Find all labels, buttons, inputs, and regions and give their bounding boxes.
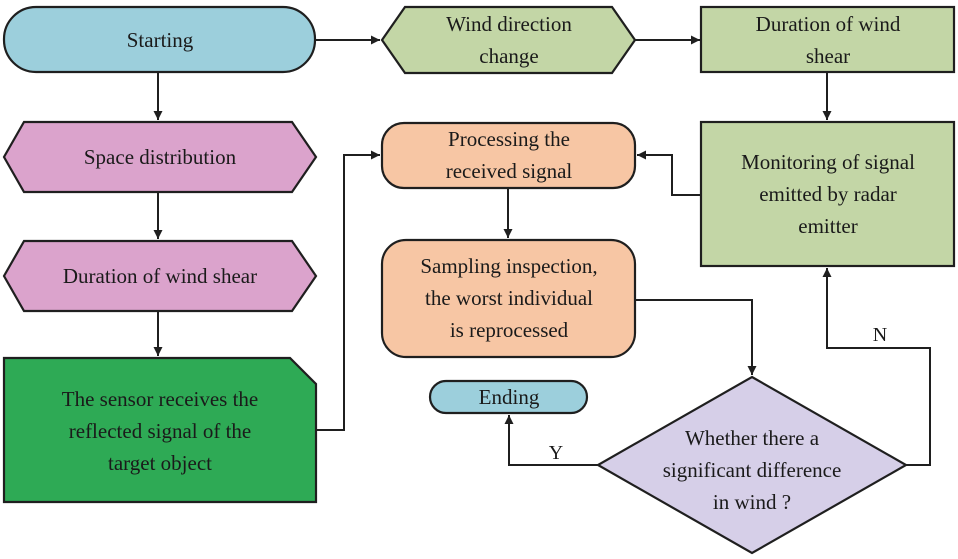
node-starting: Starting bbox=[2, 5, 317, 74]
node-wind-direction-text: Wind direction change bbox=[446, 12, 572, 68]
node-text-line: change bbox=[479, 44, 538, 68]
node-processing-received-signal: Processing the received signal bbox=[380, 121, 637, 190]
node-starting-text: Starting bbox=[127, 28, 194, 52]
node-ending: Ending bbox=[428, 379, 589, 415]
node-text-line: the worst individual bbox=[425, 286, 593, 310]
node-text-line: emitted by radar bbox=[759, 182, 897, 206]
node-text-line: in wind ? bbox=[713, 490, 791, 514]
node-text-line: shear bbox=[806, 44, 850, 68]
node-duration-left-text: Duration of wind shear bbox=[63, 264, 257, 288]
node-duration-of-wind-shear-left: Duration of wind shear bbox=[2, 239, 318, 313]
node-text-line: Processing the bbox=[448, 127, 570, 151]
node-text-line: The sensor receives the bbox=[62, 387, 259, 411]
node-sensor-text: The sensor receives the reflected signal … bbox=[62, 387, 259, 475]
node-wind-direction-change: Wind direction change bbox=[380, 5, 637, 75]
edge-decision-no-to-monitoring bbox=[822, 268, 931, 466]
node-text-line: Space distribution bbox=[84, 145, 237, 169]
node-text-line: received signal bbox=[446, 159, 573, 183]
node-text-line: Duration of wind shear bbox=[63, 264, 257, 288]
node-text-line: Monitoring of signal bbox=[741, 150, 915, 174]
node-ending-text: Ending bbox=[479, 385, 540, 409]
node-decision-significant-difference: Whether there a significant difference in … bbox=[595, 375, 909, 555]
edge-sampling-to-decision bbox=[635, 299, 757, 375]
node-duration-of-wind-shear-top: Duration of wind shear bbox=[699, 5, 956, 74]
edge-label-yes: Y bbox=[549, 442, 563, 464]
node-duration-top-text: Duration of wind shear bbox=[756, 12, 901, 68]
node-text-line: Wind direction bbox=[446, 12, 572, 36]
node-processing-text: Processing the received signal bbox=[446, 127, 573, 183]
node-monitoring-text: Monitoring of signal emitted by radar emit… bbox=[741, 150, 915, 238]
node-text-line: significant difference bbox=[663, 458, 842, 482]
node-monitoring-signal: Monitoring of signal emitted by radar emit… bbox=[699, 120, 956, 268]
node-sensor-receives-signal: The sensor receives the reflected signal … bbox=[2, 356, 318, 504]
node-text-line: Whether there a bbox=[685, 426, 820, 450]
node-text-line: target object bbox=[108, 451, 212, 475]
node-text-line: Starting bbox=[127, 28, 194, 52]
node-decision-text: Whether there a significant difference in … bbox=[663, 426, 842, 514]
edge-sensor-to-processing bbox=[316, 150, 380, 431]
node-sampling-inspection: Sampling inspection, the worst individual… bbox=[380, 238, 637, 359]
node-space-distribution-text: Space distribution bbox=[84, 145, 237, 169]
node-space-distribution: Space distribution bbox=[2, 120, 318, 194]
node-text-line: reflected signal of the bbox=[69, 419, 252, 443]
node-text-line: Duration of wind bbox=[756, 12, 901, 36]
node-text-line: emitter bbox=[798, 214, 857, 238]
edge-label-no: N bbox=[873, 324, 887, 346]
node-text-line: Ending bbox=[479, 385, 540, 409]
node-text-line: Sampling inspection, bbox=[420, 254, 597, 278]
node-text-line: is reprocessed bbox=[450, 318, 569, 342]
edges bbox=[153, 35, 931, 466]
node-sampling-text: Sampling inspection, the worst individual… bbox=[420, 254, 597, 342]
edge-decision-yes-to-ending bbox=[504, 415, 598, 466]
edge-monitoring-to-processing bbox=[637, 150, 700, 196]
